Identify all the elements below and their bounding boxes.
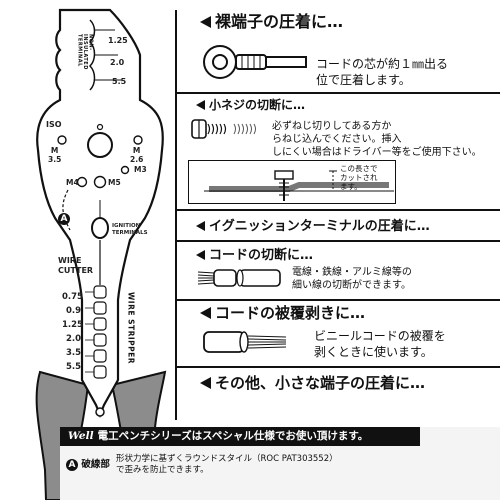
screw-m26-label: M 2.6 (130, 146, 144, 164)
screw-iso-label: ISO (46, 120, 62, 129)
section-cutting-heading: コードの切断に… (196, 244, 313, 263)
screw-m4-label: M4 (66, 178, 79, 187)
screw-m5-label: M5 (108, 178, 121, 187)
pointer-icon (196, 221, 205, 231)
ring-terminal-icon (203, 45, 307, 79)
crimp-size-1: 1.25 (108, 36, 128, 45)
ignition-terminals-label: IGNITION TERMINALS (112, 223, 148, 236)
pointer-icon (200, 16, 211, 28)
strip-size-6: 5.5 (66, 362, 82, 372)
divider (175, 209, 500, 211)
divider (175, 240, 500, 242)
pointer-icon (196, 250, 205, 260)
connector-line (175, 10, 177, 420)
screw-icon (191, 119, 256, 139)
pointer-icon (200, 377, 211, 389)
footer-part-row: A 破線部 (66, 456, 110, 471)
wire-stripper-label: WIRE STRIPPER (126, 292, 136, 365)
wire-strip-icon (203, 331, 287, 353)
divider (175, 92, 500, 94)
marker-a: A (58, 206, 70, 225)
footer-banner-text: 電工ペンチシリーズはスペシャル仕様でお使い頂けます。 (97, 430, 369, 442)
section-stripping-heading: コードの被覆剥きに… (200, 302, 365, 323)
section-other-heading: その他、小さな端子の圧着に… (200, 372, 425, 393)
wire-cutter-label: WIRE CUTTER (58, 256, 94, 275)
screw-cut-note: この長さで カットされ ます。 (340, 164, 378, 191)
screw-cut-diagram (204, 170, 394, 201)
footer-desc: 形状力学に基ずくラウンドスタイル（ROC PAT303552） で歪みを防止でき… (116, 454, 338, 475)
strip-size-5: 3.5 (66, 348, 82, 358)
section-screw-heading: 小ネジの切断に… (196, 96, 305, 113)
section-cutting-desc: 電線・鉄線・アルミ線等の 細い線の切断ができます。 (292, 267, 412, 291)
non-insulated-label: NON-INSULATED TERMINAL (76, 34, 94, 70)
footer-part-label: 破線部 (81, 459, 110, 470)
marker-a-footer: A (66, 459, 78, 471)
section-stripping-desc: ビニールコードの被覆を 剥くときに使います。 (314, 329, 446, 359)
strip-size-4: 2.0 (66, 334, 82, 344)
strip-size-3: 1.25 (62, 320, 83, 330)
ignition-slot (91, 217, 109, 239)
pointer-icon (196, 100, 205, 110)
crimp-size-2: 2.0 (110, 58, 125, 67)
pivot-hole (87, 132, 113, 158)
section-screw-desc: 必ずねじ切りしてある方か らねじ込んでください。挿入 しにくい場合はドライバー等… (272, 121, 482, 158)
strip-size-2: 0.9 (66, 306, 82, 316)
crimp-size-3: 5.5 (112, 77, 127, 86)
screw-m3-label: M3 (134, 165, 147, 174)
divider (175, 299, 500, 301)
screw-m35-label: M 3.5 (48, 146, 62, 164)
section-ignition-heading: イグニッションターミナルの圧着に… (196, 215, 430, 234)
pointer-icon (200, 307, 211, 319)
wire-cut-icon (197, 269, 281, 287)
section-terminal-heading: 裸端子の圧着に… (200, 8, 343, 32)
section-terminal-desc: コードの芯が約１㎜出る 位で圧着します。 (316, 57, 449, 87)
divider (175, 366, 500, 368)
brand-logo: Well (68, 430, 94, 442)
strip-size-1: 0.75 (62, 292, 83, 302)
screw-cut-diagram-box (188, 160, 396, 204)
